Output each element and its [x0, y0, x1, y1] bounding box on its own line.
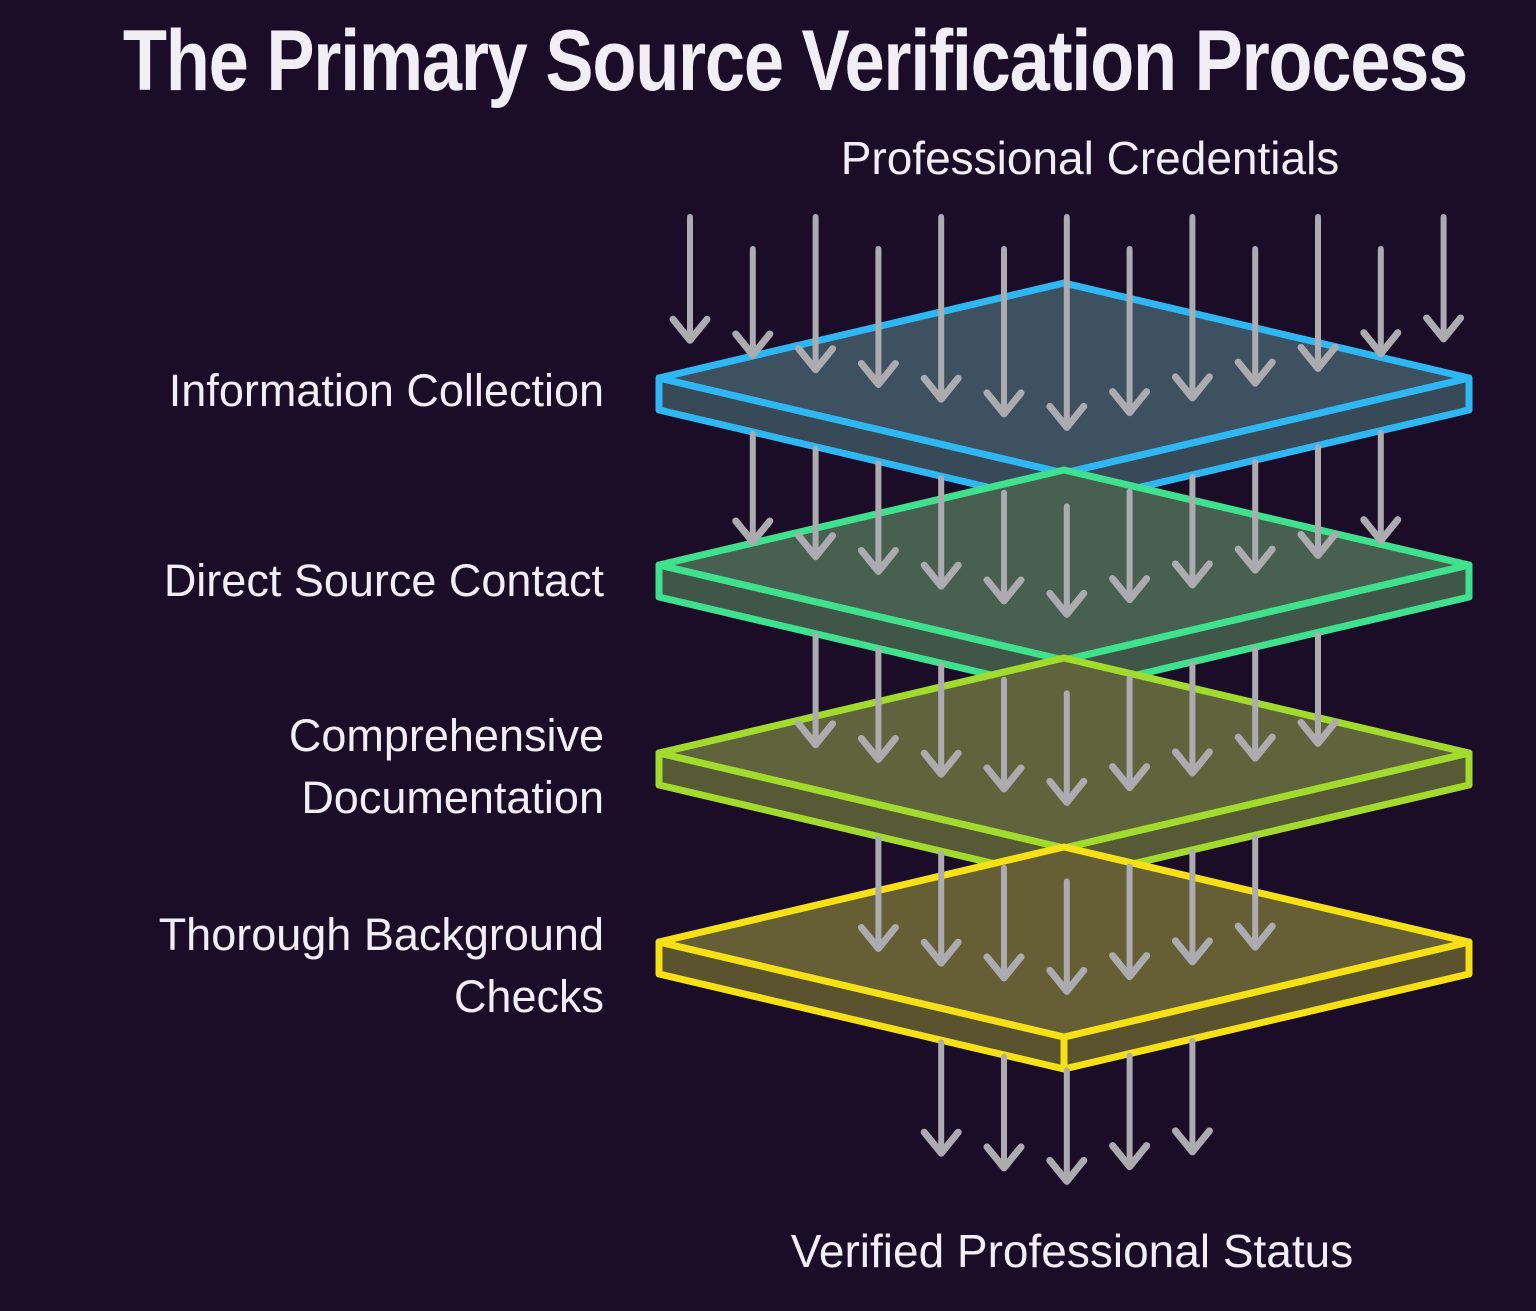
- layer-label-information-collection: Information Collection: [168, 365, 604, 416]
- down-arrow-icon: [795, 445, 837, 561]
- down-arrow-icon: [1234, 459, 1276, 574]
- down-arrow-icon: [1297, 444, 1339, 559]
- page-title: The Primary Source Verification Process: [122, 13, 1468, 109]
- flow-arrow-band-5: [920, 1037, 1213, 1185]
- down-arrow-icon: [920, 475, 962, 590]
- down-arrow-icon: [983, 676, 1025, 793]
- down-arrow-icon: [1360, 246, 1402, 358]
- down-arrow-icon: [1171, 848, 1213, 966]
- down-arrow-icon: [1234, 246, 1276, 387]
- down-arrow-icon: [1234, 646, 1276, 762]
- flow-arrow-band-4: [857, 834, 1276, 995]
- flow-arrow-band-1: [669, 214, 1465, 431]
- down-arrow-icon: [1109, 1052, 1151, 1171]
- output-label: Verified Professional Status: [790, 1225, 1354, 1277]
- layer-label-direct-source-contact: Direct Source Contact: [163, 555, 604, 606]
- down-arrow-icon: [1171, 660, 1213, 777]
- flow-arrow-band-3: [795, 631, 1339, 806]
- down-arrow-icon: [732, 431, 774, 546]
- down-arrow-icon: [1171, 214, 1213, 402]
- down-arrow-icon: [1423, 214, 1465, 343]
- down-arrow-icon: [1109, 863, 1151, 981]
- down-arrow-icon: [669, 214, 711, 344]
- down-arrow-icon: [1046, 503, 1088, 618]
- down-arrow-icon: [920, 662, 962, 778]
- down-arrow-icon: [983, 864, 1025, 982]
- flow-arrow-band-2: [732, 429, 1402, 618]
- down-arrow-icon: [983, 1053, 1025, 1172]
- down-arrow-icon: [1109, 246, 1151, 417]
- down-arrow-icon: [795, 632, 837, 749]
- layer-label-comprehensive-documentation: Comprehensive Documentation: [288, 710, 604, 823]
- down-arrow-icon: [1360, 429, 1402, 545]
- down-arrow-icon: [1297, 631, 1339, 747]
- down-arrow-icon: [857, 460, 899, 575]
- down-arrow-icon: [920, 850, 962, 967]
- layer-label-thorough-background-checks: Thorough Background Checks: [158, 909, 604, 1022]
- down-arrow-icon: [983, 489, 1025, 605]
- down-arrow-icon: [1171, 1037, 1213, 1156]
- down-arrow-icon: [1171, 473, 1213, 589]
- down-arrow-icon: [795, 214, 837, 374]
- down-arrow-icon: [1109, 675, 1151, 792]
- down-arrow-icon: [1234, 834, 1276, 951]
- down-arrow-icon: [1046, 214, 1088, 431]
- down-arrow-icon: [857, 246, 899, 388]
- down-arrow-icon: [732, 246, 774, 359]
- down-arrow-icon: [920, 1039, 962, 1157]
- down-arrow-icon: [1046, 878, 1088, 995]
- down-arrow-icon: [1046, 1067, 1088, 1185]
- down-arrow-icon: [920, 214, 962, 403]
- down-arrow-icon: [983, 246, 1025, 418]
- down-arrow-icon: [1297, 214, 1339, 372]
- down-arrow-icon: [857, 647, 899, 763]
- down-arrow-icon: [857, 835, 899, 952]
- down-arrow-icon: [1109, 488, 1151, 604]
- down-arrow-icon: [1046, 690, 1088, 806]
- input-label: Professional Credentials: [840, 132, 1340, 184]
